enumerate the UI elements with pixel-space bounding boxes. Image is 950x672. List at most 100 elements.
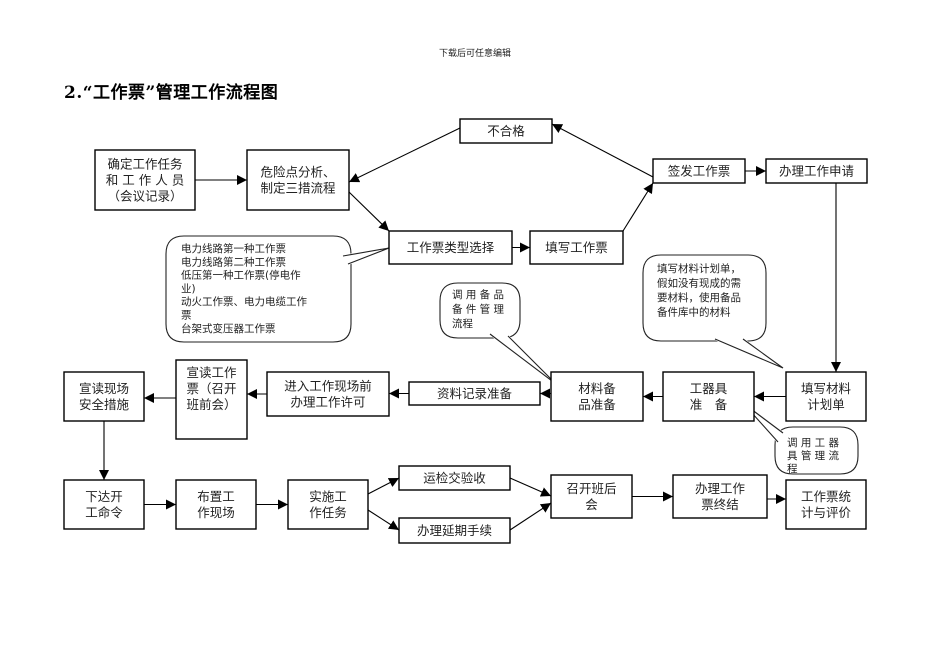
flow-node-label: 办理工作 bbox=[695, 481, 746, 496]
flow-node-label: 危险点分析、 bbox=[260, 165, 335, 180]
flow-node-box bbox=[765, 158, 868, 184]
flow-node-label: 计与评价 bbox=[801, 505, 852, 520]
flow-node: 工作票类型选择 bbox=[388, 230, 513, 265]
flow-node-box bbox=[550, 371, 644, 422]
flow-node-label: 工作票统 bbox=[801, 489, 851, 504]
callout-tail bbox=[714, 338, 784, 369]
flow-node-label: 宣读现场 bbox=[79, 381, 129, 396]
flow-node-box bbox=[785, 479, 867, 530]
flow-node-label: 和 工 作 人 员 bbox=[106, 173, 184, 188]
callout-text-line: 台架式变压器工作票 bbox=[181, 322, 276, 335]
flow-arrow bbox=[509, 502, 552, 531]
flow-node-box bbox=[652, 158, 746, 184]
callout-text-line: 备 件 管 理 bbox=[452, 303, 505, 316]
flow-node: 运检交验收 bbox=[398, 465, 511, 491]
callout-text-line: 电力线路第一种工作票 bbox=[181, 242, 286, 255]
flow-node: 签发工作票 bbox=[652, 158, 746, 184]
flow-node-box bbox=[246, 149, 350, 211]
flow-node-label: 召开班后 bbox=[566, 481, 616, 496]
callout-text-line: 票 bbox=[181, 310, 192, 322]
flow-node: 危险点分析、制定三措流程 bbox=[246, 149, 350, 211]
flow-node-box bbox=[408, 381, 541, 406]
flow-node-label: 实施工 bbox=[309, 489, 347, 504]
flow-node-label: 确定工作任务 bbox=[107, 157, 182, 172]
callout-note: 调 用 备 品备 件 管 理流程 bbox=[439, 282, 557, 385]
flow-node-label: 作任务 bbox=[309, 505, 347, 520]
flow-node-label: 签发工作票 bbox=[668, 164, 731, 179]
header-note: 下载后可任意编辑 bbox=[438, 49, 511, 59]
flow-node-box bbox=[175, 359, 248, 440]
flow-node-box bbox=[672, 474, 768, 519]
flow-arrow bbox=[367, 477, 400, 495]
flow-node-label: 下达开 bbox=[85, 489, 123, 504]
flow-node-label: 办理延期手续 bbox=[417, 523, 492, 538]
callout-note: 电力线路第一种工作票电力线路第二种工作票低压第一种工作票(停电作业)动火工作票、… bbox=[165, 235, 390, 343]
flow-node-label: 作现场 bbox=[197, 505, 235, 520]
page-title: 2.“工作票”管理工作流程图 bbox=[64, 83, 279, 103]
flow-node-label: 材料备 bbox=[578, 381, 616, 396]
callout-bubble bbox=[642, 254, 767, 342]
flow-node-box bbox=[175, 479, 257, 530]
flow-arrow bbox=[551, 123, 654, 178]
flow-node: 资料记录准备 bbox=[408, 381, 541, 406]
callout-text-line: 低压第一种工作票(停电作 bbox=[181, 269, 301, 282]
flow-node-box bbox=[398, 465, 511, 491]
flow-node-label: 宣读工作 bbox=[186, 365, 237, 380]
flow-arrow bbox=[367, 509, 400, 531]
flow-node-box bbox=[550, 474, 633, 519]
callout-text-line: 电力线路第二种工作票 bbox=[181, 255, 286, 268]
flow-node-box bbox=[94, 149, 196, 211]
callout-text-line: 填写材料计划单， bbox=[657, 262, 741, 275]
callout-text-line: 要材料，使用备品 bbox=[657, 291, 741, 304]
callout-text-line: 具 管 理 流 bbox=[787, 449, 840, 462]
callout-text-line: 调 用 备 品 bbox=[452, 288, 504, 301]
flow-node-label: 运检交验收 bbox=[423, 471, 486, 486]
flow-node-label: 资料记录准备 bbox=[437, 386, 513, 401]
flow-arrow bbox=[509, 477, 552, 497]
callout-text-line: 备件库中的材料 bbox=[657, 306, 731, 319]
flow-node-box bbox=[287, 479, 369, 530]
flow-node-label: 工作票类型选择 bbox=[407, 240, 495, 255]
flow-node-box bbox=[398, 517, 511, 544]
flow-node-label: （会议记录） bbox=[107, 189, 182, 204]
flow-node-label: 工命令 bbox=[85, 505, 123, 520]
flow-node-label: 安全措施 bbox=[79, 397, 130, 412]
callout-bubble bbox=[165, 235, 352, 343]
flow-node-box bbox=[662, 371, 755, 422]
flow-node: 办理工作申请 bbox=[765, 158, 868, 184]
callout-text-line: 动火工作票、电力电缆工作 bbox=[181, 295, 307, 308]
flow-node: 填写工作票 bbox=[529, 230, 624, 265]
callout-text-line: 业) bbox=[181, 283, 196, 295]
flow-node-label: 填写材料 bbox=[801, 381, 852, 396]
flow-node-label: 票终结 bbox=[701, 497, 739, 512]
flow-node-box bbox=[63, 371, 145, 422]
flow-node-label: 制定三措流程 bbox=[260, 181, 336, 196]
flow-arrow bbox=[622, 182, 654, 232]
flow-node-box bbox=[63, 479, 145, 530]
flow-node-label: 不合格 bbox=[487, 124, 525, 139]
flow-node-label: 班前会） bbox=[186, 397, 236, 412]
flow-node-label: 工器具 bbox=[690, 381, 728, 396]
flow-node-label: 准 备 bbox=[690, 397, 728, 412]
flow-node: 办理延期手续 bbox=[398, 517, 511, 544]
callout-text-line: 假如没有现成的需 bbox=[657, 277, 741, 290]
flow-node-box bbox=[529, 230, 624, 265]
flow-node-label: 办理工作许可 bbox=[290, 395, 365, 410]
flow-node-label: 办理工作申请 bbox=[779, 164, 854, 179]
flow-node-label: 票（召开 bbox=[186, 381, 236, 396]
flow-node: 填写材料计划单 bbox=[785, 371, 867, 422]
flow-node-box bbox=[459, 118, 553, 144]
